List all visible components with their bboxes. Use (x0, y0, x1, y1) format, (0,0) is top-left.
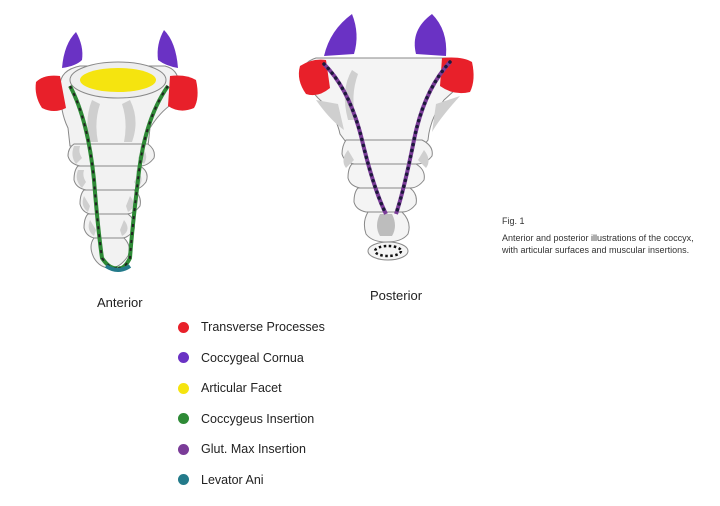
green-dot-icon (178, 413, 189, 425)
figure-caption: Anterior and posterior illustrations of … (502, 233, 694, 255)
legend-item-coccygeal-cornua: Coccygeal Cornua (178, 343, 325, 374)
legend-item-glut-max-insertion: Glut. Max Insertion (178, 434, 325, 465)
anterior-label: Anterior (97, 295, 143, 310)
posterior-transverse-left (298, 59, 330, 96)
posterior-transverse-right (440, 57, 474, 94)
anterior-cornua-left (62, 32, 83, 68)
posterior-cornua-left (324, 14, 357, 56)
legend-item-levator-ani: Levator Ani (178, 465, 325, 496)
posterior-shading (316, 70, 460, 236)
posterior-coccyx (298, 14, 474, 261)
anterior-transverse-left (35, 75, 66, 111)
posterior-label: Posterior (370, 288, 423, 303)
legend-item-coccygeus-insertion: Coccygeus Insertion (178, 404, 325, 435)
legend-label: Transverse Processes (201, 320, 325, 335)
legend: Transverse Processes Coccygeal Cornua Ar… (178, 312, 325, 495)
anterior-cornua-right (157, 30, 178, 68)
teal-dot-icon (178, 474, 189, 486)
levator-ani-line (104, 264, 132, 272)
posterior-cornua-right (414, 14, 447, 56)
purple-dot-icon (178, 352, 189, 364)
legend-label: Coccygeal Cornua (201, 350, 304, 365)
figure-number: Fig. 1 (502, 216, 525, 226)
legend-label: Coccygeus Insertion (201, 411, 315, 426)
legend-label: Glut. Max Insertion (201, 442, 306, 457)
legend-label: Levator Ani (201, 472, 264, 487)
posterior-apex-dots (373, 244, 403, 258)
yellow-dot-icon (178, 382, 189, 394)
violet-dot-icon (178, 443, 189, 455)
legend-label: Articular Facet (201, 381, 282, 396)
red-dot-icon (178, 321, 189, 333)
anterior-transverse-right (168, 75, 198, 111)
legend-item-articular-facet: Articular Facet (178, 373, 325, 404)
legend-item-transverse-processes: Transverse Processes (178, 312, 325, 343)
glut-max-insertion-dots (322, 60, 452, 216)
articular-facet (80, 68, 156, 92)
anterior-coccyx (35, 30, 198, 272)
